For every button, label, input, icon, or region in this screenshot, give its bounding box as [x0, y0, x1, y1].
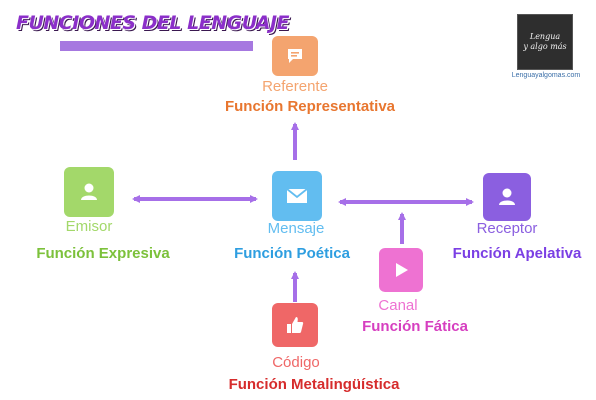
canal-function: Función Fática: [362, 318, 468, 335]
envelope-icon: [286, 188, 308, 203]
receptor-function: Función Apelativa: [452, 245, 582, 262]
person-icon: [81, 183, 97, 200]
canal-box: [379, 248, 423, 292]
chat-bubble-icon: [288, 49, 302, 63]
mensaje-box: [272, 171, 322, 221]
thumbs-up-icon: [287, 317, 304, 333]
codigo-function: Función Metalingüística: [228, 376, 400, 393]
title-underline: [60, 41, 253, 51]
play-icon: [396, 263, 408, 277]
emisor-label: Emisor: [65, 218, 113, 235]
logo-line-2: y algo más: [523, 42, 567, 51]
receptor-label: Receptor: [476, 220, 538, 237]
receptor-box: [483, 173, 531, 221]
referente-function: Función Representativa: [224, 98, 396, 115]
mensaje-function: Función Poética: [234, 245, 350, 262]
emisor-box: [64, 167, 114, 217]
referente-box: [272, 36, 318, 76]
person-icon: [499, 188, 515, 205]
codigo-label: Código: [272, 354, 320, 371]
canal-label: Canal: [378, 297, 418, 314]
logo-line-1: Lengua: [529, 32, 561, 41]
emisor-function: Función Expresiva: [36, 245, 170, 262]
logo-url: Lenguayalgomas.com: [511, 72, 581, 79]
brand-logo: Lengua y algo más: [517, 14, 573, 70]
mensaje-label: Mensaje: [267, 220, 325, 237]
codigo-box: [272, 303, 318, 347]
referente-label: Referente: [262, 78, 328, 95]
diagram-title: FUNCIONES DEL LENGUAJE: [16, 12, 290, 34]
